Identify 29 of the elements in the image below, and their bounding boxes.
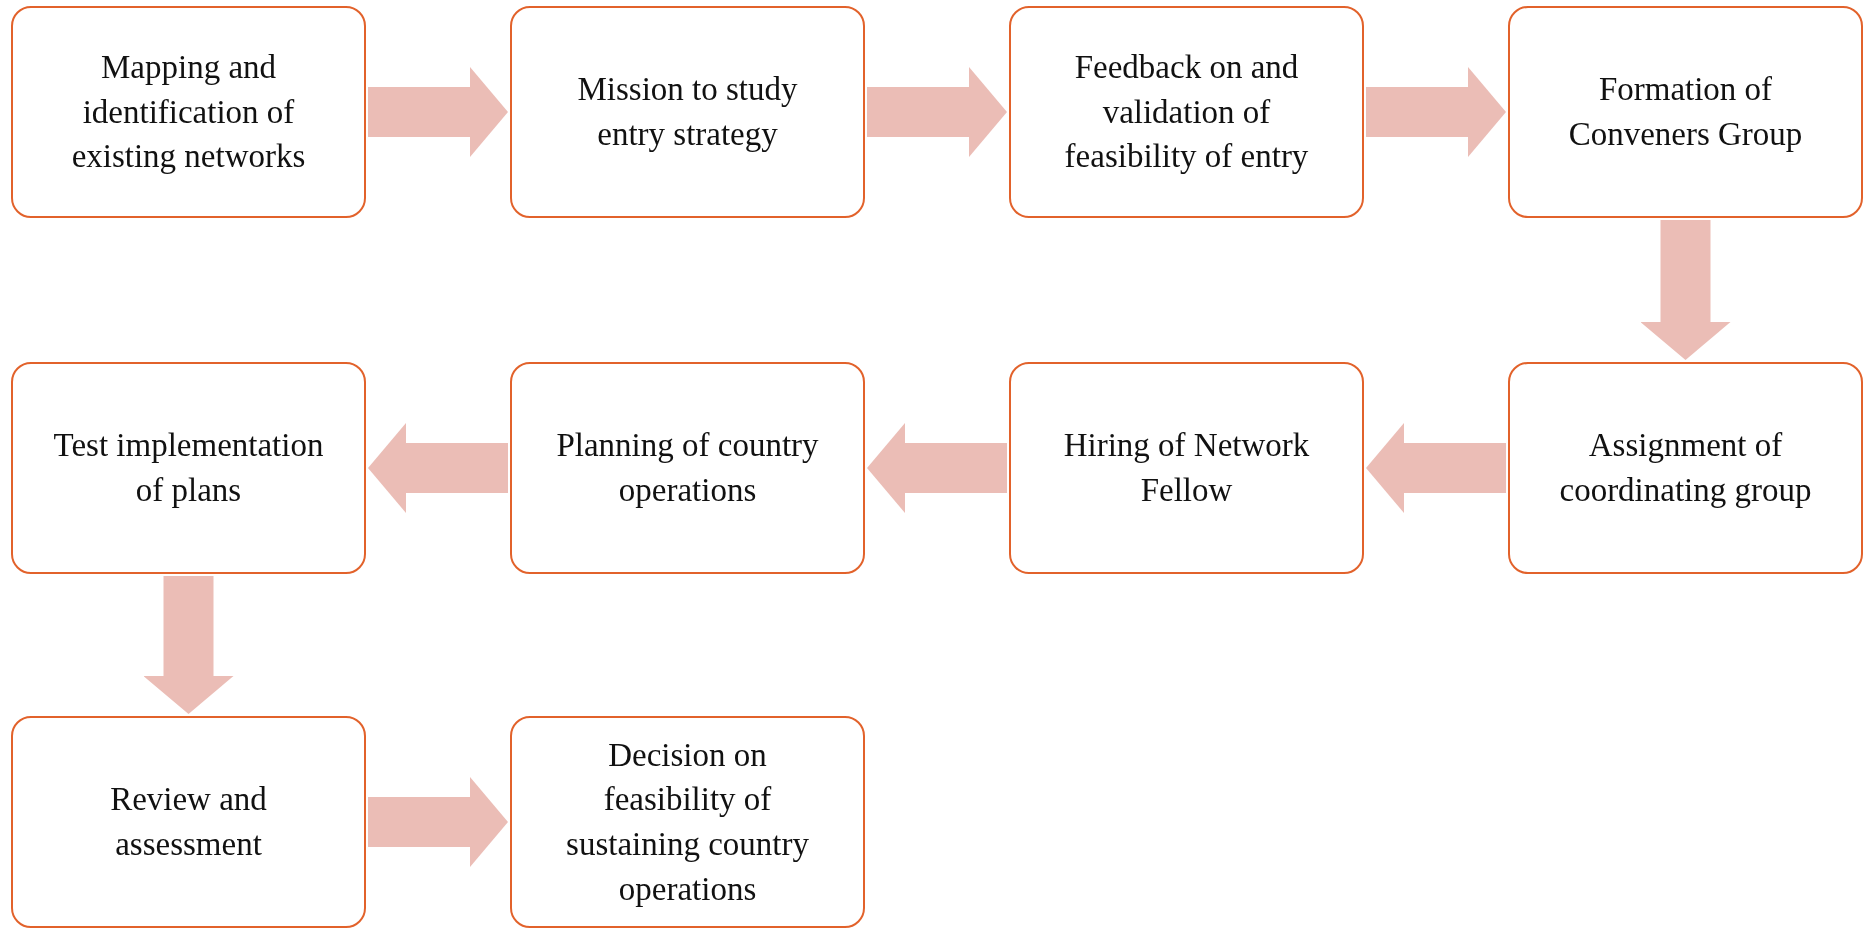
step-text: Mission to study entry strategy xyxy=(576,70,799,154)
step-text: Assignment of coordinating group xyxy=(1558,426,1813,510)
block-arrow xyxy=(1366,423,1506,513)
process-box xyxy=(1508,6,1863,218)
block-arrow xyxy=(368,423,508,513)
block-arrow xyxy=(368,777,508,867)
step-text: Decision on feasibility of sustaining country operations xyxy=(565,735,810,909)
process-box xyxy=(1508,362,1863,574)
step-text: Test implementation of plans xyxy=(53,426,324,510)
process-box xyxy=(510,6,865,218)
step-text: Planning of country operations xyxy=(555,426,820,510)
block-arrow xyxy=(867,423,1007,513)
process-box xyxy=(510,716,865,928)
process-box xyxy=(11,6,366,218)
process-box xyxy=(1009,362,1364,574)
step-text: Review and assessment xyxy=(109,780,268,864)
process-box xyxy=(1009,6,1364,218)
process-box xyxy=(11,362,366,574)
process-box xyxy=(11,716,366,928)
step-text: Formation of Conveners Group xyxy=(1567,70,1804,154)
step-text: Feedback on and validation of feasibility of entry xyxy=(1063,48,1310,177)
process-box xyxy=(510,362,865,574)
block-arrow xyxy=(368,67,508,157)
block-arrow xyxy=(143,576,234,714)
step-text: Mapping and identification of existing networks xyxy=(70,48,307,177)
block-arrow xyxy=(867,67,1007,157)
block-arrow xyxy=(1640,220,1731,360)
step-text: Hiring of Network Fellow xyxy=(1062,426,1311,510)
block-arrow xyxy=(1366,67,1506,157)
